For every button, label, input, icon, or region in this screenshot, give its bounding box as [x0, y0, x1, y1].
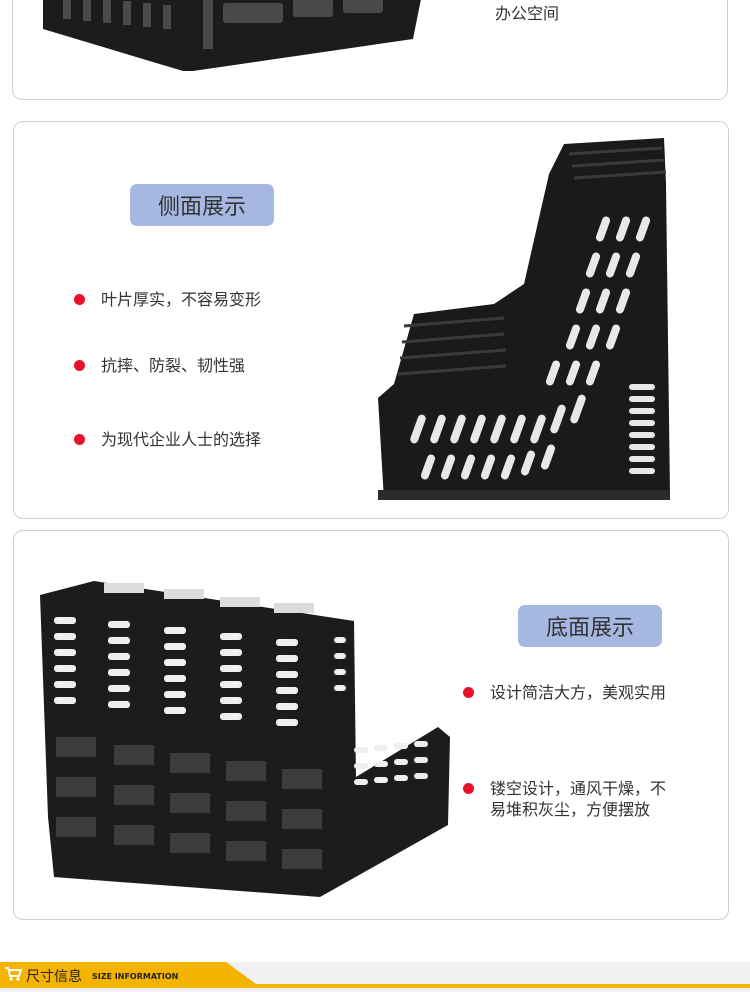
side-bullet-3: 为现代企业人士的选择 — [74, 429, 261, 450]
size-title-en: SIZE INFORMATION — [92, 972, 179, 981]
bullet-dot-icon — [74, 294, 85, 305]
top-feature-card: 办公空间 — [12, 0, 728, 100]
file-holder-bottom-photo — [40, 581, 450, 897]
file-holder-side-photo — [378, 138, 670, 500]
cart-icon — [5, 967, 22, 981]
bottom-bullet-1: 设计简洁大方，美观实用 — [463, 682, 666, 703]
bullet-dot-icon — [74, 360, 85, 371]
file-holder-top-photo — [43, 0, 421, 71]
size-banner-background — [0, 962, 750, 992]
bottom-view-title: 底面展示 — [518, 605, 662, 647]
bottom-view-card: 底面展示 设计简洁大方，美观实用 镂空设计，通风干燥，不 易堆积灰尘，方便摆放 — [13, 530, 729, 920]
size-information-banner: 尺寸信息 SIZE INFORMATION — [0, 962, 750, 992]
bullet-dot-icon — [74, 434, 85, 445]
side-bullet-1: 叶片厚实，不容易变形 — [74, 289, 261, 310]
side-view-card: 侧面展示 叶片厚实，不容易变形 抗摔、防裂、韧性强 为现代企业人士的选择 — [13, 121, 729, 519]
size-title-cn: 尺寸信息 — [26, 969, 82, 985]
top-card-text: 办公空间 — [495, 4, 560, 23]
bullet-dot-icon — [463, 783, 474, 794]
side-bullet-2: 抗摔、防裂、韧性强 — [74, 355, 245, 376]
bottom-bullet-2: 镂空设计，通风干燥，不 易堆积灰尘，方便摆放 — [463, 778, 666, 820]
bullet-dot-icon — [463, 687, 474, 698]
side-view-title: 侧面展示 — [130, 184, 274, 226]
